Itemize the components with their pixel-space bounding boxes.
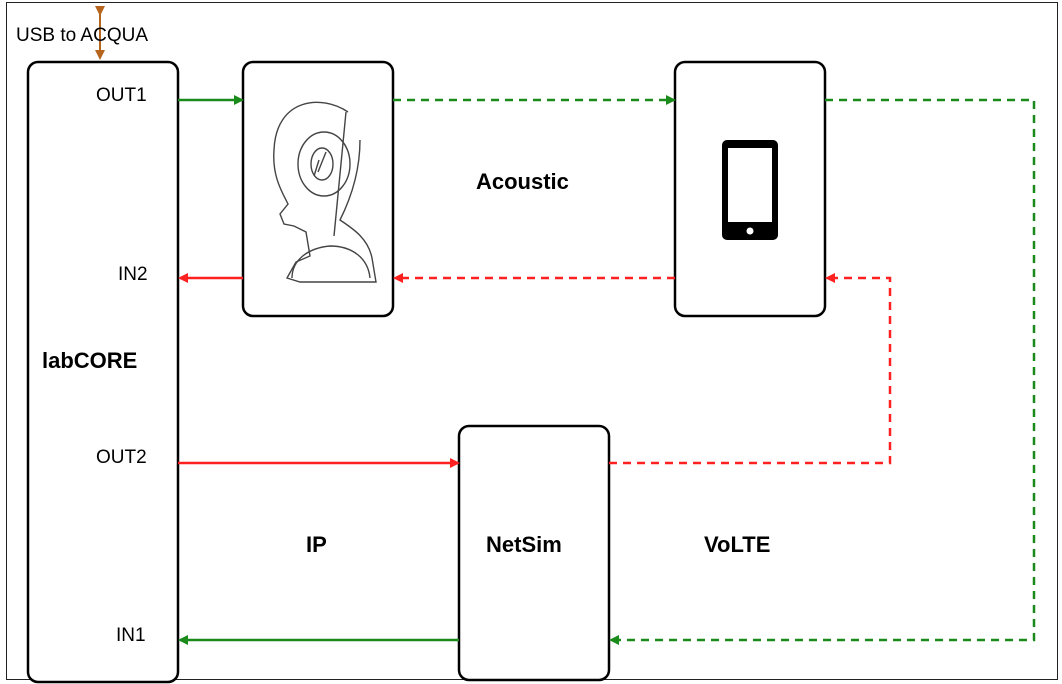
ip-label: IP bbox=[306, 532, 327, 557]
netsim-label: NetSim bbox=[486, 532, 562, 557]
smartphone-icon bbox=[722, 140, 778, 240]
arrow-netsim-to-phone bbox=[609, 273, 892, 465]
in1-label: IN1 bbox=[116, 625, 146, 646]
labcore-box bbox=[26, 60, 180, 684]
labcore-label: labCORE bbox=[42, 348, 137, 373]
out1-label: OUT1 bbox=[96, 85, 147, 106]
arrow-phone-to-netsim bbox=[609, 98, 1036, 645]
netsim-box bbox=[457, 424, 611, 682]
artificial-head-icon bbox=[273, 101, 377, 283]
out2-label: OUT2 bbox=[96, 447, 147, 468]
in2-label: IN2 bbox=[118, 264, 148, 285]
usb-label: USB to ACQUA bbox=[16, 25, 148, 46]
acoustic-label: Acoustic bbox=[476, 169, 569, 194]
volte-label: VoLTE bbox=[704, 532, 770, 557]
